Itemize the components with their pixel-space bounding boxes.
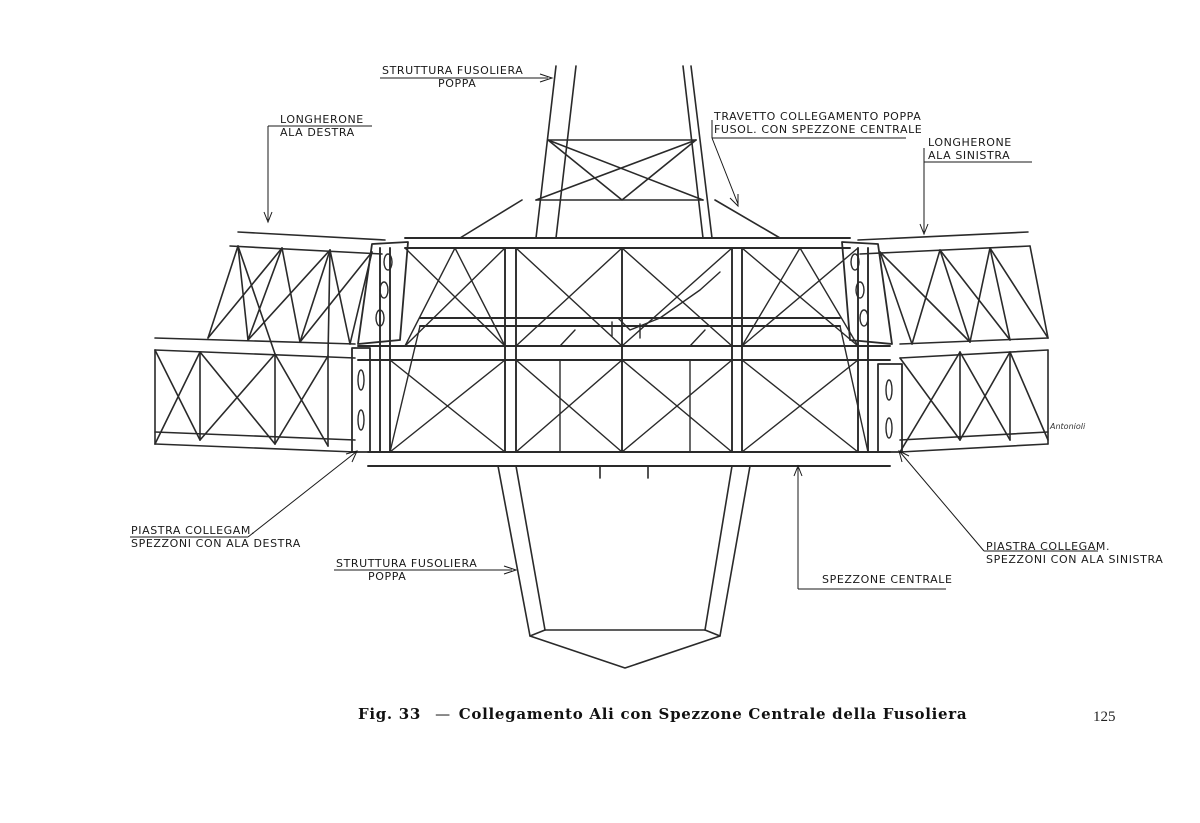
caption-text: Collegamento Ali con Spezzone Centrale d… (458, 705, 968, 723)
caption-dash: — (435, 705, 451, 723)
label-line: ALA DESTRA (280, 126, 355, 139)
centre-section (357, 237, 891, 467)
right-wing-spar (154, 231, 386, 453)
label-right-wing-spar: LONGHERONE ALA DESTRA (280, 113, 364, 139)
label-right-plate: PIASTRA COLLEGAM. SPEZZONI CON ALA DESTR… (131, 524, 301, 550)
label-line: POPPA (368, 570, 407, 583)
label-line: STRUTTURA FUSOLIERA (336, 557, 478, 570)
label-line: PIASTRA COLLEGAM. (131, 524, 256, 537)
label-rear-beam: TRAVETTO COLLEGAMENTO POPPA FUSOL. CON S… (714, 110, 922, 136)
label-centre-section: SPEZZONE CENTRALE (822, 573, 953, 586)
label-line: SPEZZONI CON ALA DESTRA (131, 537, 301, 550)
label-left-plate: PIASTRA COLLEGAM. SPEZZONI CON ALA SINIS… (986, 540, 1163, 566)
centre-diagonals (389, 247, 869, 453)
label-fuselage-rear-bottom: STRUTTURA FUSOLIERA POPPA (336, 557, 477, 583)
label-line: SPEZZONI CON ALA SINISTRA (986, 553, 1164, 566)
rear-fuselage-top (459, 65, 781, 239)
figure-caption: Fig. 33 — Collegamento Ali con Spezzone Ce… (358, 705, 967, 723)
label-line: PIASTRA COLLEGAM. (986, 540, 1111, 553)
left-wing-spar (857, 231, 1049, 453)
label-fuselage-rear-top: STRUTTURA FUSOLIERA POPPA (382, 64, 523, 90)
label-line: LONGHERONE (928, 136, 1012, 149)
plate-left-wing (841, 241, 903, 453)
artist-signature: Antonioli (1050, 422, 1086, 431)
label-line: SPEZZONE CENTRALE (822, 573, 953, 586)
page-number: 125 (1093, 709, 1116, 725)
plate-right-wing (351, 241, 409, 453)
label-left-wing-spar: LONGHERONE ALA SINISTRA (928, 136, 1012, 162)
figure-number: Fig. 33 (358, 705, 422, 723)
label-line: FUSOL. CON SPEZZONE CENTRALE (714, 123, 923, 136)
label-line: ALA SINISTRA (928, 149, 1011, 162)
rear-fuselage-bottom (497, 465, 751, 669)
label-line: STRUTTURA FUSOLIERA (382, 64, 524, 77)
label-line: TRAVETTO COLLEGAMENTO POPPA (714, 110, 922, 123)
label-line: POPPA (438, 77, 477, 90)
label-line: LONGHERONE (280, 113, 364, 126)
